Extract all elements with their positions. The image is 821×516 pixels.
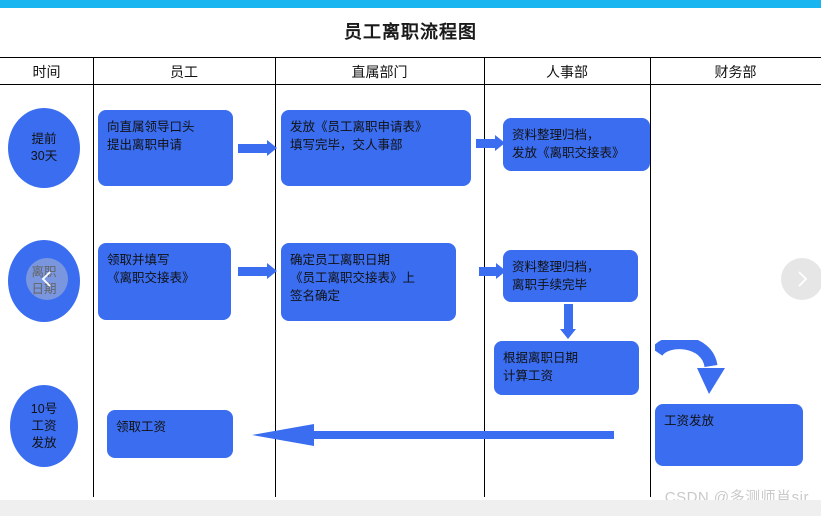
connector-n6-n7-arrow [560, 304, 576, 339]
top-accent-bar [0, 0, 821, 8]
table-header-border [0, 84, 821, 85]
connector-n8-n9-arrow [252, 424, 614, 446]
node-receive-fill-handover[interactable]: 领取并填写 《离职交接表》 [98, 243, 231, 320]
node-collect-salary[interactable]: 领取工资 [107, 410, 233, 458]
connector-n5-n6-arrow [479, 263, 506, 279]
chevron-right-icon [798, 271, 808, 287]
column-header-department: 直属部门 [351, 64, 408, 80]
table-top-border [0, 57, 821, 58]
carousel-prev-button[interactable] [26, 258, 68, 300]
time-marker-30-days: 提前 30天 [8, 108, 80, 188]
connector-n2-n3-arrow [476, 135, 505, 151]
time-marker-payday: 10号 工资 发放 [10, 385, 78, 467]
node-confirm-leave-date[interactable]: 确定员工离职日期 《员工离职交接表》上 签名确定 [281, 243, 456, 321]
carousel-next-button[interactable] [781, 258, 821, 300]
connector-n1-n2-arrow [238, 140, 277, 156]
node-calculate-salary[interactable]: 根据离职日期 计算工资 [494, 341, 639, 395]
page-title: 员工离职流程图 [344, 22, 477, 42]
column-divider-3 [484, 57, 485, 497]
connector-n4-n5-arrow [238, 263, 277, 279]
node-verbal-resignation[interactable]: 向直属领导口头 提出离职申请 [98, 110, 233, 186]
column-divider-1 [93, 57, 94, 497]
footer-band [0, 500, 821, 516]
node-issue-application-form[interactable]: 发放《员工离职申请表》 填写完毕，交人事部 [281, 110, 471, 186]
node-archive-issue-handover[interactable]: 资料整理归档， 发放《离职交接表》 [503, 118, 650, 171]
column-divider-4 [650, 57, 651, 497]
column-header-time: 时间 [32, 64, 61, 80]
column-header-hr: 人事部 [546, 64, 588, 80]
node-salary-payout[interactable]: 工资发放 [655, 404, 803, 466]
column-header-finance: 财务部 [714, 64, 757, 80]
node-archive-complete[interactable]: 资料整理归档， 离职手续完毕 [503, 250, 638, 302]
chevron-left-icon [41, 271, 51, 287]
column-header-employee: 员工 [170, 64, 198, 80]
connector-n7-n8-curve-arrow [655, 340, 725, 394]
